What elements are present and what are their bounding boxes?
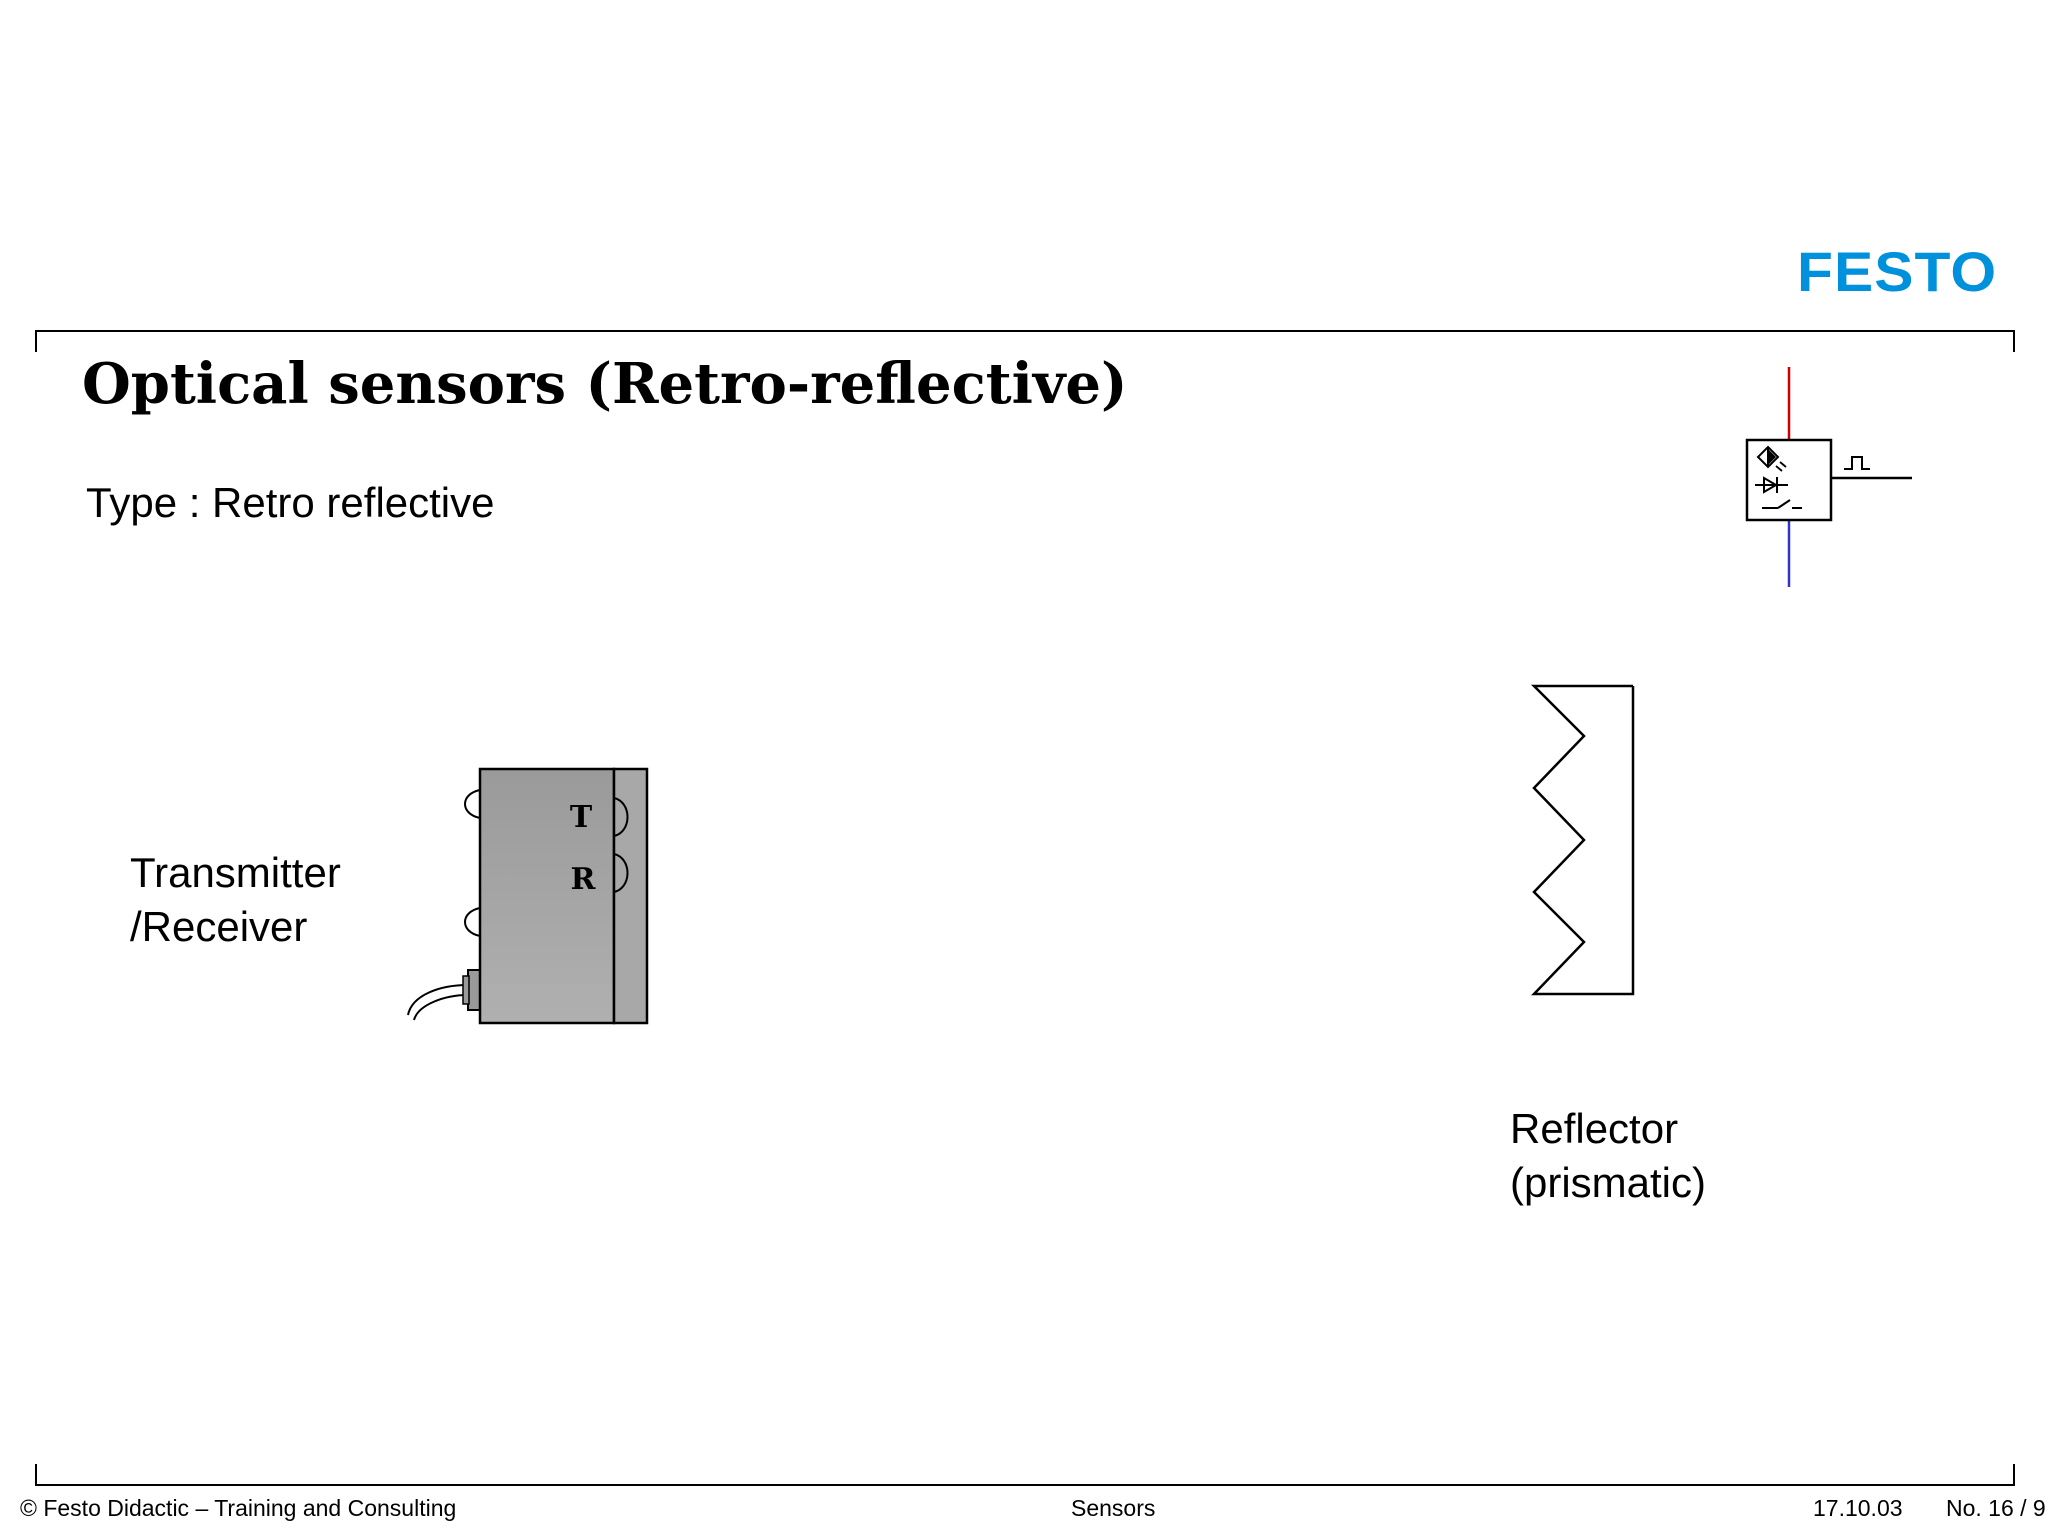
reflector-label-line2: (prismatic) bbox=[1510, 1159, 1706, 1206]
reflector-label-line1: Reflector bbox=[1510, 1105, 1679, 1152]
top-divider-tick-right bbox=[2013, 330, 2015, 352]
bottom-divider-tick-right bbox=[2013, 1464, 2015, 1486]
page-title: Optical sensors (Retro-reflective) bbox=[82, 351, 1128, 417]
transmitter-label-line2: /Receiver bbox=[130, 903, 308, 950]
top-divider-tick-left bbox=[35, 330, 37, 352]
sensor-letter-r: R bbox=[571, 862, 597, 897]
type-text: Type : Retro reflective bbox=[86, 479, 495, 526]
footer-topic: Sensors bbox=[1071, 1495, 1156, 1521]
footer-page-number: No. 16 / 9 bbox=[1946, 1495, 2046, 1521]
festo-logo: FESTO bbox=[1797, 240, 1998, 303]
reflector-label: Reflector (prismatic) bbox=[1510, 1102, 1706, 1210]
prismatic-reflector-icon bbox=[1530, 684, 1635, 996]
optical-sensor-symbol-icon bbox=[1745, 367, 1912, 587]
transmitter-receiver-label: Transmitter /Receiver bbox=[130, 846, 341, 954]
sensor-letter-t: T bbox=[570, 800, 593, 835]
footer-copyright: © Festo Didactic – Training and Consulti… bbox=[20, 1495, 457, 1521]
bottom-divider-tick-left bbox=[35, 1464, 37, 1486]
top-divider bbox=[35, 330, 2015, 332]
footer-date: 17.10.03 bbox=[1813, 1495, 1903, 1521]
sensor-device-icon: T R bbox=[407, 767, 649, 1025]
bottom-divider bbox=[35, 1484, 2015, 1486]
transmitter-label-line1: Transmitter bbox=[130, 849, 341, 896]
